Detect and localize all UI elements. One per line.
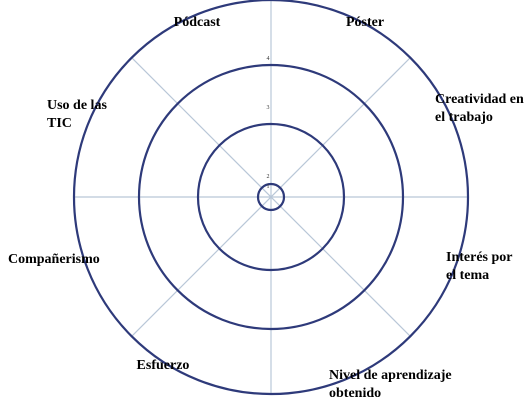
axis-label-poster: Póster [346,15,384,30]
tick-label-4: 4 [267,56,270,62]
grid-ring-1 [256,182,286,212]
grid-ring-2 [196,122,346,272]
axis-label-esfuerzo: Esfuerzo [137,358,190,373]
tick-label-2: 2 [267,174,270,180]
grid-ring-3 [137,63,405,331]
axis-label-podcast: Pódcast [174,15,221,30]
axis-label-companerismo: Compañerismo [8,252,100,267]
tick-label-1: 1 [267,184,270,190]
tick-label-3: 3 [267,105,270,111]
grid-ring-4 [72,0,470,396]
